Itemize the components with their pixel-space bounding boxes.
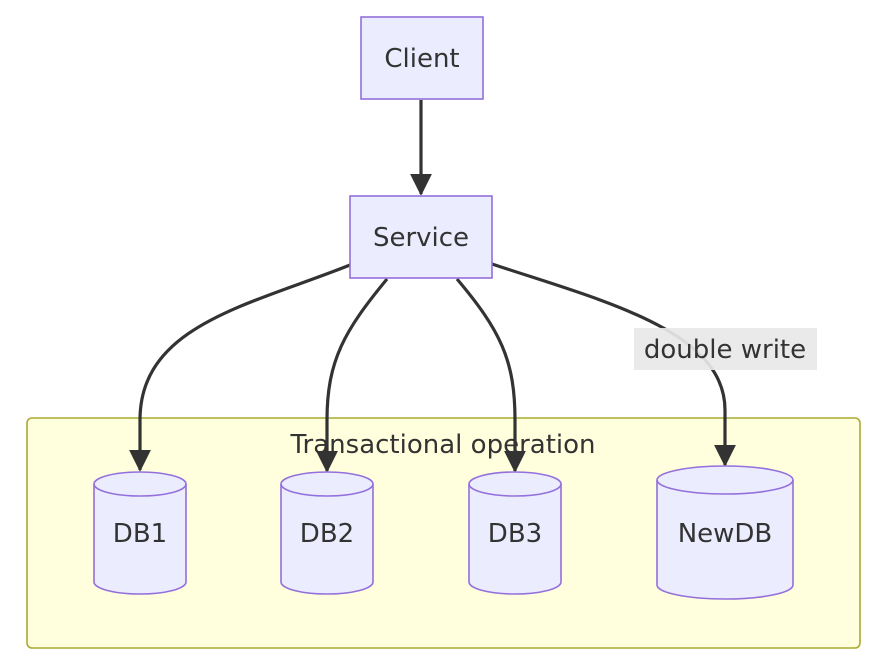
node-db2: DB2: [280, 471, 374, 595]
node-service-label: Service: [373, 223, 469, 253]
node-db2-cylinder-rim: [280, 483, 374, 497]
node-db3-cylinder: [468, 471, 562, 595]
node-newdb-label: NewDB: [678, 519, 773, 549]
node-db2-cylinder: [280, 471, 374, 595]
edge-label-background: [634, 328, 817, 370]
node-db2-label: DB2: [300, 519, 354, 549]
node-client-label: Client: [384, 44, 459, 74]
node-db3: DB3: [468, 471, 562, 595]
edge-service-db3: [455, 277, 526, 473]
node-client-box: [360, 16, 484, 100]
cluster-transactional-operation: Transactional operation: [26, 417, 861, 649]
node-client: Client: [360, 16, 484, 100]
cluster-box: [26, 417, 861, 649]
node-newdb-cylinder: [656, 465, 794, 600]
edge-service-db1: [129, 263, 351, 472]
edge-label-double-write: double write: [634, 328, 817, 370]
node-newdb: NewDB: [656, 465, 794, 600]
node-db1-cylinder-rim: [93, 483, 187, 497]
cluster-label: Transactional operation: [290, 430, 596, 460]
edge-label-text: double write: [644, 335, 806, 365]
node-db1-label: DB1: [113, 519, 167, 549]
node-service: Service: [349, 195, 493, 279]
node-newdb-cylinder-rim: [656, 479, 794, 495]
node-db1-cylinder: [93, 471, 187, 595]
edges: [129, 100, 736, 473]
node-db3-cylinder-rim: [468, 483, 562, 497]
node-service-box: [349, 195, 493, 279]
node-db1: DB1: [93, 471, 187, 595]
node-db3-label: DB3: [488, 519, 542, 549]
edge-service-newdb: [491, 262, 736, 467]
edge-service-db2: [316, 277, 389, 473]
